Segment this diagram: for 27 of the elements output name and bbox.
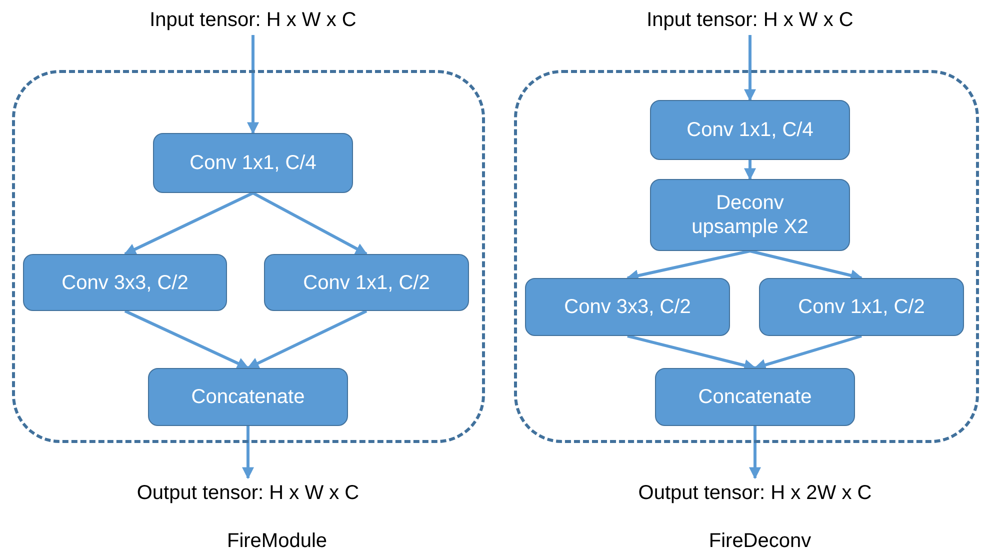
arrow [744,35,756,102]
process-box: Concatenate [148,368,348,426]
tensor-label: Output tensor: H x W x C [130,478,366,508]
arrow [749,426,761,480]
process-box: Conv 1x1, C/2 [759,278,964,336]
tensor-label: Output tensor: H x 2W x C [628,478,882,508]
arrow [247,35,259,134]
process-box: Concatenate [655,368,855,426]
process-box: Conv 3x3, C/2 [23,254,227,311]
process-box: Deconv upsample X2 [650,179,850,251]
arrow [246,310,368,370]
arrow [124,310,250,370]
arrow [754,334,862,371]
arrow [124,192,254,256]
arrow [242,426,254,480]
arrow [252,192,368,256]
tensor-label: Input tensor: H x W x C [148,5,358,35]
dashed-module-frame [12,70,485,443]
process-box: Conv 3x3, C/2 [525,278,730,336]
module-caption: FireModule [226,530,328,553]
process-box: Conv 1x1, C/4 [153,133,353,193]
arrow [744,160,756,180]
process-box: Conv 1x1, C/2 [264,254,469,311]
dashed-module-frame [514,70,979,443]
process-box: Conv 1x1, C/4 [650,100,850,160]
module-caption: FireDeconv [708,530,812,553]
tensor-label: Input tensor: H x W x C [645,5,855,35]
